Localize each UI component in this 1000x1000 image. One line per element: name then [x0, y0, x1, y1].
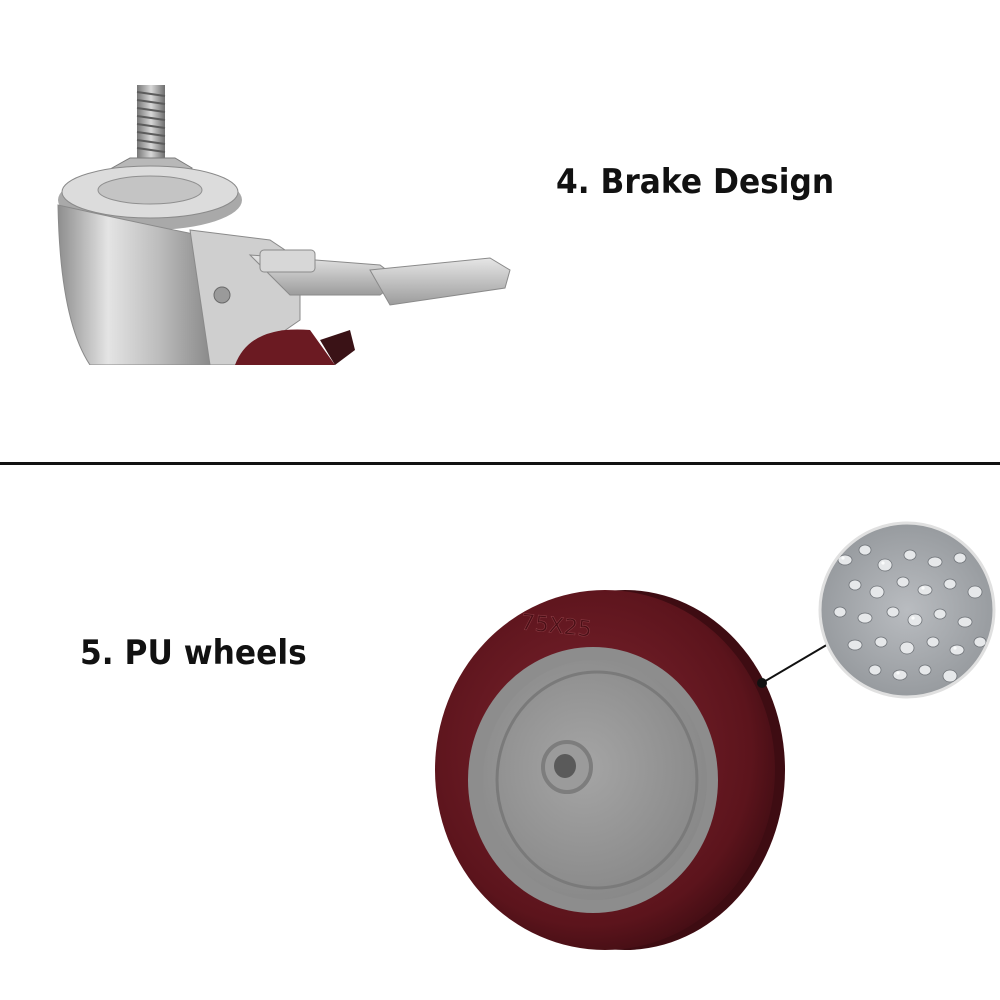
pu-wheels-label: 5. PU wheels: [80, 633, 307, 673]
wheel-marking: 75X25: [520, 610, 593, 642]
brake-design-panel: 4. Brake Design: [0, 0, 1000, 462]
brake-design-label: 4. Brake Design: [556, 162, 835, 202]
pu-pellets-photo: [818, 521, 996, 699]
pu-wheels-panel: 5. PU wheels 75X25: [0, 465, 1000, 1000]
brake-pedal: [369, 257, 511, 306]
caster-brake-photo: [57, 85, 511, 365]
wheel-hub: [483, 660, 707, 900]
pu-wheel-photo: 75X25: [435, 590, 785, 950]
section-divider: [0, 462, 1000, 465]
callout-line: [757, 639, 836, 688]
